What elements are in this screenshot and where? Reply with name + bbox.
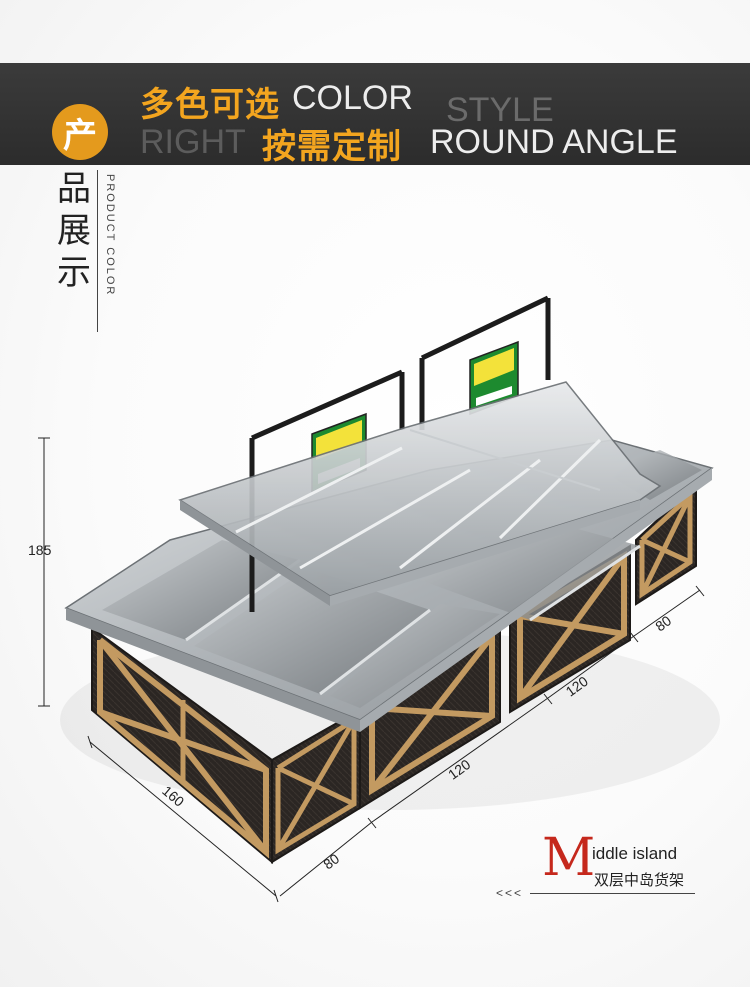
banner-en-style: STYLE [446, 91, 554, 129]
banner-en-right: RIGHT [140, 123, 246, 161]
cabinet-middle-2 [509, 544, 631, 714]
product-title-initial: M [542, 828, 596, 888]
banner-en-color: COLOR [292, 79, 413, 117]
upper-frame [249, 295, 551, 612]
banner-cn-multicolor: 多色可选 [140, 86, 280, 124]
price-sign-right [469, 340, 519, 416]
section-title-char: 示 [57, 253, 91, 293]
dim-back-end-label: 80 [652, 612, 674, 634]
section-badge: 产 [52, 104, 108, 160]
section-divider [97, 170, 98, 332]
section-title-char: 品 [57, 169, 91, 209]
section-title: 品 展 示 [54, 168, 94, 294]
section-subtitle: PRODUCT COLOR [104, 174, 116, 297]
arrows-decoration: <<< [496, 886, 524, 900]
dim-height-label: 185 [28, 542, 52, 558]
product-name-block: M iddle island 双层中岛货架 [542, 828, 702, 898]
product-underline [530, 893, 695, 894]
dim-front-end-label: 80 [320, 850, 342, 872]
section-title-char: 展 [57, 211, 91, 251]
banner-en-round-angle: ROUND ANGLE [430, 123, 678, 161]
dimension-lines [38, 437, 705, 903]
cabinet-back-end [635, 481, 697, 606]
banner-cn-custom: 按需定制 [262, 128, 402, 166]
upper-steel-tier [178, 381, 662, 606]
product-title: iddle island [592, 844, 678, 863]
product-subtitle: 双层中岛货架 [594, 871, 685, 889]
top-banner: 多色可选 COLOR STYLE RIGHT 按需定制 ROUND ANGLE [0, 63, 750, 166]
